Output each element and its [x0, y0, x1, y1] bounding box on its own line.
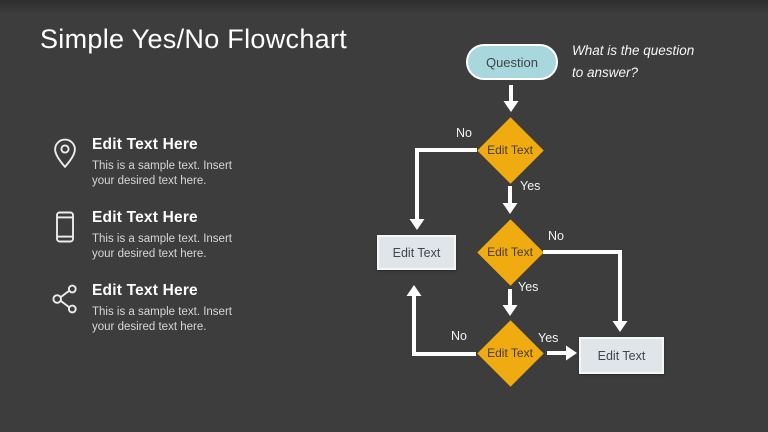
edge-label-d2-no: No — [548, 229, 564, 243]
decision-node-2: Edit Text — [477, 219, 543, 285]
page-title: Simple Yes/No Flowchart — [40, 24, 348, 54]
arrowhead-down-icon — [503, 101, 519, 112]
share-icon — [50, 282, 80, 335]
result-node-left: Edit Text — [377, 235, 456, 270]
result-node-right: Edit Text — [579, 337, 664, 374]
annotation-line: What is the question — [572, 43, 695, 58]
edge-label-d1-yes: Yes — [520, 179, 541, 193]
sidebar-item-text: Edit Text Here This is a sample text. In… — [92, 282, 232, 335]
sidebar-item-title: Edit Text Here — [92, 282, 198, 299]
edge-label-d2-yes: Yes — [518, 280, 539, 294]
question-annotation: What is the question to answer? — [572, 40, 742, 83]
result-node-label: Edit Text — [597, 348, 646, 363]
arrowhead-down-icon — [409, 219, 425, 230]
arrowhead-down-icon — [502, 203, 518, 214]
decision-node-label: Edit Text — [487, 346, 533, 360]
result-node-label: Edit Text — [392, 245, 441, 260]
sidebar-item-description: This is a sample text. Insert your desir… — [92, 305, 232, 335]
edge-label-d3-no: No — [451, 329, 467, 343]
description-line: This is a sample text. Insert — [92, 233, 232, 245]
start-node-label: Question — [485, 54, 539, 70]
location-pin-icon — [50, 136, 80, 189]
arrowhead-right-icon — [566, 345, 577, 361]
decision-node-1: Edit Text — [477, 117, 543, 183]
sidebar-item-description: This is a sample text. Insert your desir… — [92, 232, 232, 262]
sidebar-item-title: Edit Text Here — [92, 136, 198, 153]
sidebar-item-1: Edit Text Here This is a sample text. In… — [50, 136, 310, 189]
arrowhead-up-icon — [406, 285, 422, 296]
edge-label-d1-no: No — [456, 126, 472, 140]
description-line: your desired text here. — [92, 175, 207, 187]
sidebar-item-3: Edit Text Here This is a sample text. In… — [50, 282, 310, 335]
edge-d2-no — [543, 250, 622, 322]
decision-node-label: Edit Text — [487, 245, 533, 259]
edge-label-d3-yes: Yes — [538, 331, 559, 345]
decision-node-3: Edit Text — [477, 320, 543, 386]
description-line: This is a sample text. Insert — [92, 160, 232, 172]
description-line: This is a sample text. Insert — [92, 306, 232, 318]
start-node-question: Question — [466, 44, 558, 80]
arrowhead-down-icon — [612, 321, 628, 332]
sidebar-item-2: Edit Text Here This is a sample text. In… — [50, 209, 310, 262]
sidebar-item-title: Edit Text Here — [92, 209, 198, 226]
sidebar-item-description: This is a sample text. Insert your desir… — [92, 159, 232, 189]
decision-node-label: Edit Text — [487, 143, 533, 157]
edge-d3-no — [412, 295, 476, 356]
smartphone-icon — [50, 209, 80, 262]
description-line: your desired text here. — [92, 248, 207, 260]
annotation-line: to answer? — [572, 64, 639, 80]
arrowhead-down-icon — [502, 305, 518, 316]
description-line: your desired text here. — [92, 321, 207, 333]
edge-d1-no — [415, 148, 477, 220]
sidebar-item-text: Edit Text Here This is a sample text. In… — [92, 209, 232, 262]
sidebar-item-text: Edit Text Here This is a sample text. In… — [92, 136, 232, 189]
